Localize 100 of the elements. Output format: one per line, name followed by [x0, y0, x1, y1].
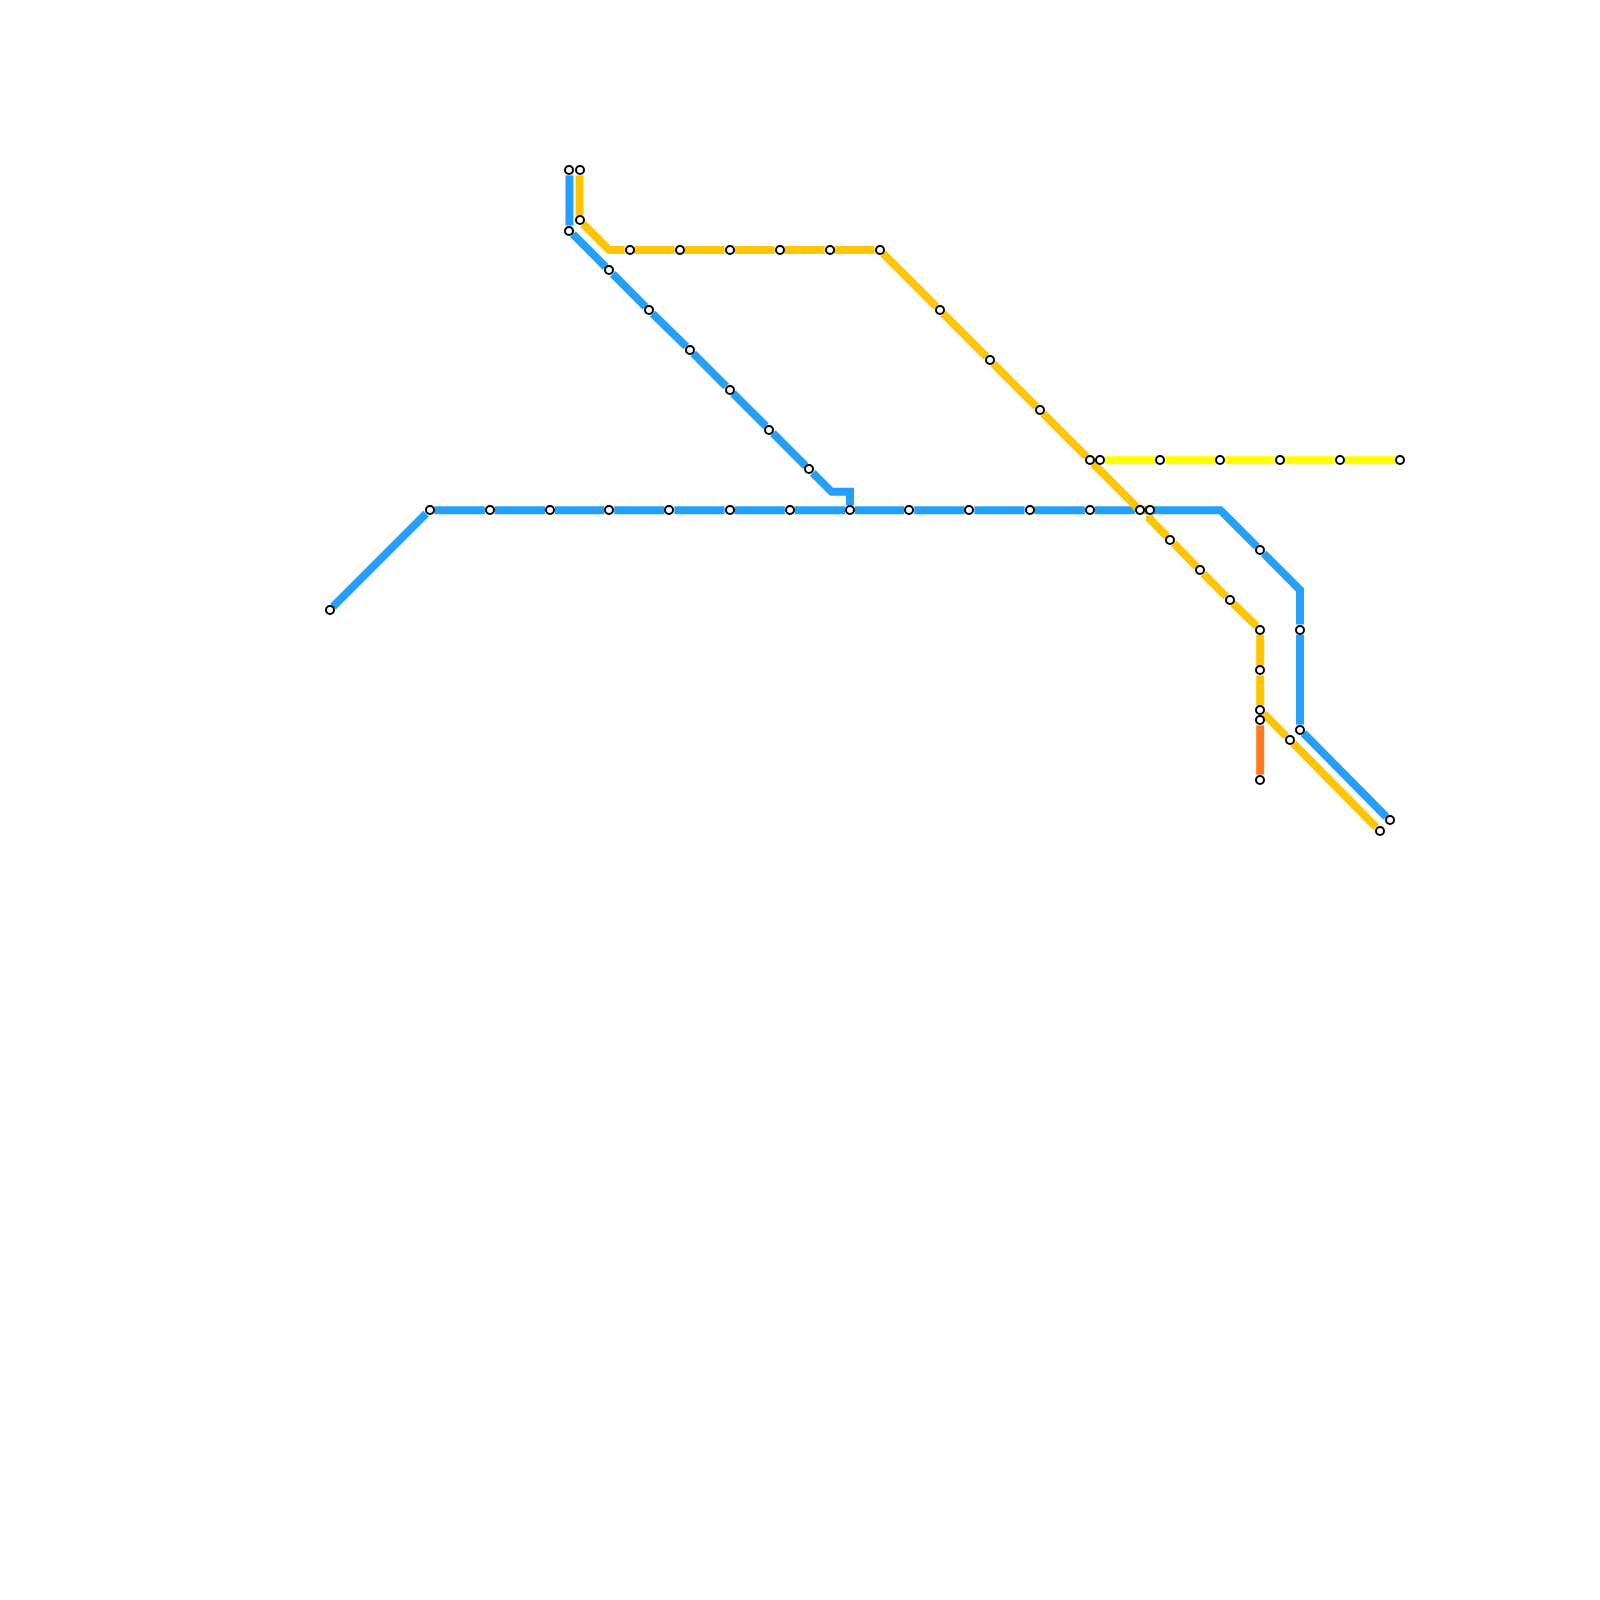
station-marker: [1255, 774, 1266, 785]
station-marker: [1084, 455, 1095, 466]
route-line: [1256, 634, 1265, 666]
station-marker: [424, 505, 435, 516]
station-marker: [674, 245, 685, 255]
route-line: [1165, 456, 1216, 465]
station-marker: [574, 215, 585, 226]
station-marker: [1084, 505, 1095, 516]
route-line: [730, 390, 769, 429]
station-marker: [984, 355, 995, 366]
station-marker: [1384, 815, 1395, 826]
station-marker: [545, 505, 555, 516]
route-line: [1146, 515, 1170, 540]
route-line: [1300, 730, 1390, 820]
station-marker: [604, 265, 615, 276]
station-marker: [1095, 455, 1105, 466]
station-marker: [845, 505, 855, 516]
route-line: [330, 510, 429, 610]
station-marker: [1374, 825, 1385, 836]
route-line: [1260, 550, 1304, 625]
station-marker: [1224, 595, 1235, 605]
route-line: [880, 250, 940, 310]
route-line: [1230, 600, 1260, 629]
station-marker: [624, 245, 635, 255]
station-marker: [1395, 455, 1405, 466]
route-line: [1171, 540, 1200, 570]
route-line: [570, 231, 609, 270]
station-marker: [1165, 534, 1176, 545]
route-line: [855, 506, 905, 515]
route-line: [1040, 410, 1090, 460]
route-line: [1144, 506, 1260, 550]
route-line: [1296, 634, 1304, 725]
station-marker: [564, 165, 575, 176]
route-line: [1344, 456, 1395, 465]
route-line: [609, 271, 649, 310]
station-marker: [324, 605, 335, 616]
route-line: [1034, 506, 1085, 515]
route-line: [1256, 675, 1265, 706]
route-line: [674, 506, 725, 515]
station-marker: [1255, 545, 1266, 555]
route-line: [690, 350, 729, 390]
station-marker: [874, 245, 885, 255]
route-line: [770, 430, 809, 469]
station-marker: [774, 245, 785, 255]
station-marker: [1255, 715, 1266, 726]
station-marker: [1295, 624, 1305, 635]
route-line: [1094, 506, 1135, 515]
route-line: [974, 506, 1025, 515]
station-marker: [574, 165, 585, 176]
station-marker: [1034, 405, 1045, 416]
station-marker: [784, 505, 795, 516]
station-marker: [804, 464, 815, 475]
station-marker: [724, 245, 735, 255]
station-marker: [1215, 455, 1226, 466]
station-marker: [824, 245, 835, 255]
station-marker: [643, 305, 654, 316]
station-marker: [1195, 565, 1205, 576]
route-line: [575, 175, 584, 216]
route-line: [1290, 740, 1379, 830]
station-marker: [564, 225, 575, 236]
station-marker: [484, 505, 495, 516]
station-marker: [1255, 665, 1266, 676]
station-marker: [1255, 624, 1266, 635]
route-line: [809, 470, 854, 506]
route-line: [1284, 456, 1335, 465]
route-line: [614, 506, 665, 515]
route-line: [565, 175, 574, 226]
station-marker: [724, 505, 735, 516]
route-line: [1256, 725, 1265, 775]
station-marker: [664, 505, 675, 516]
station-marker: [1274, 455, 1285, 466]
route-line: [434, 506, 485, 515]
route-line: [649, 310, 689, 350]
route-line: [634, 246, 675, 254]
route-line: [494, 506, 545, 515]
station-marker: [1024, 505, 1035, 516]
station-marker: [684, 345, 695, 355]
station-marker: [1284, 734, 1295, 745]
route-line: [1090, 460, 1145, 515]
station-marker: [934, 305, 945, 316]
route-line: [794, 506, 845, 515]
route-line: [914, 506, 965, 515]
route-line: [1105, 456, 1156, 465]
route-line: [990, 360, 1040, 410]
route-line: [1200, 571, 1229, 600]
route-line: [1225, 456, 1275, 465]
station-marker: [764, 424, 775, 435]
route-line: [580, 221, 625, 254]
station-marker: [724, 384, 735, 395]
station-marker: [1145, 505, 1155, 516]
route-line: [784, 246, 825, 254]
station-marker: [604, 505, 615, 516]
station-marker: [1134, 505, 1145, 516]
route-line: [834, 246, 875, 254]
station-marker: [1334, 455, 1345, 466]
route-line: [555, 506, 605, 515]
station-marker: [1155, 455, 1166, 466]
station-marker: [904, 505, 915, 516]
route-line: [940, 310, 990, 360]
route-line: [734, 506, 785, 515]
